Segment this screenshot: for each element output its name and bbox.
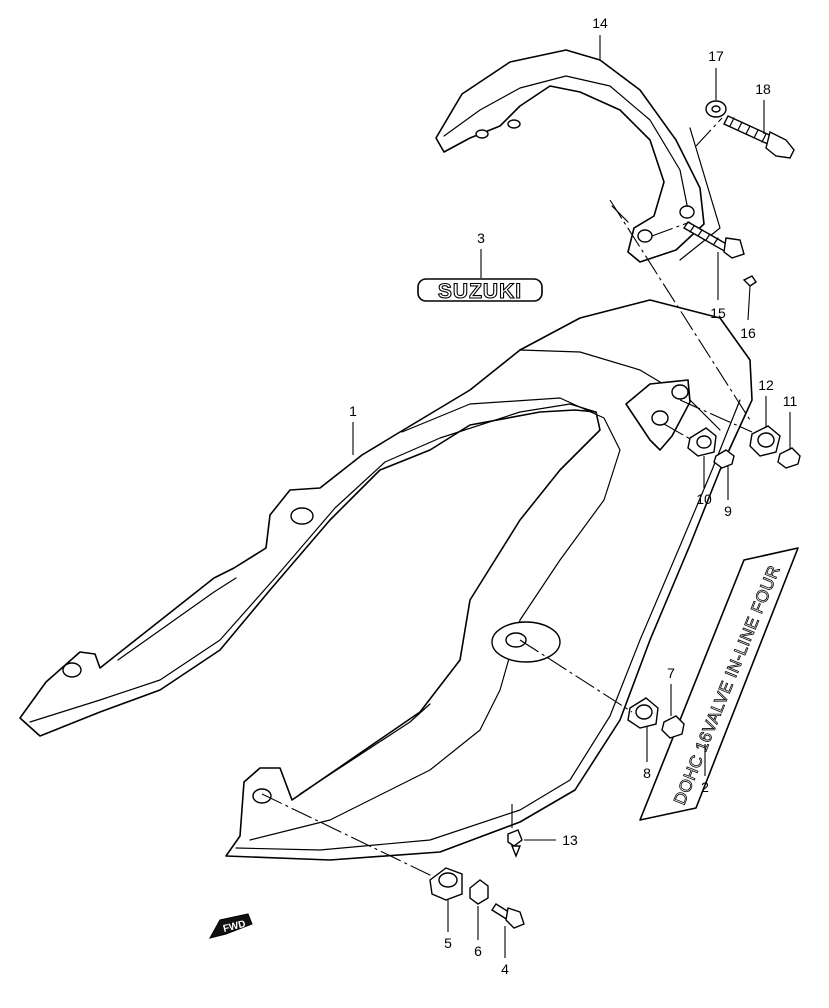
bolt-18	[723, 115, 795, 159]
callout-7: 7	[667, 665, 675, 681]
callout-3: 3	[477, 230, 485, 246]
callout-17: 17	[708, 48, 724, 64]
callout-12: 12	[758, 377, 774, 393]
callout-15: 15	[710, 305, 726, 321]
grommet-10	[687, 427, 717, 457]
fwd-text: FWD	[222, 919, 247, 935]
callout-14: 14	[592, 15, 608, 31]
fwd-direction-arrow: FWD	[209, 913, 253, 939]
collar-7	[661, 715, 685, 739]
callout-5: 5	[444, 935, 452, 951]
callout-8: 8	[643, 765, 651, 781]
suzuki-emblem: SUZUKI	[417, 278, 543, 304]
nut-16	[742, 275, 757, 287]
grommet-12	[749, 425, 781, 457]
callout-13: 13	[562, 832, 578, 848]
callout-11: 11	[783, 393, 798, 409]
callout-labels: 14 17 18 3 15 16 1 12 11 10 9 7 8 2 13 5…	[349, 15, 797, 977]
callout-1: 1	[349, 403, 357, 419]
grab-rail	[435, 49, 721, 263]
bolt-4	[491, 903, 525, 929]
callout-18: 18	[755, 81, 771, 97]
collar-9	[713, 449, 735, 469]
washer-17	[705, 100, 727, 118]
collar-11	[777, 447, 801, 469]
callout-9: 9	[724, 503, 732, 519]
callout-4: 4	[501, 961, 509, 977]
clip-13	[507, 829, 523, 858]
decal-text: DOHC 16VALVE IN-LINE FOUR	[670, 563, 784, 808]
callout-10: 10	[696, 491, 712, 507]
assembly-lines	[261, 117, 753, 877]
leader-lines	[352, 35, 791, 958]
grommet-5	[429, 867, 463, 901]
emblem-text: SUZUKI	[438, 280, 522, 303]
callout-16: 16	[740, 325, 756, 341]
callout-2: 2	[701, 779, 709, 795]
bolt-15	[683, 221, 745, 259]
callout-6: 6	[474, 943, 482, 959]
collar-6	[469, 879, 489, 905]
seat-tail-cover	[19, 299, 753, 861]
grommet-8	[627, 697, 659, 729]
